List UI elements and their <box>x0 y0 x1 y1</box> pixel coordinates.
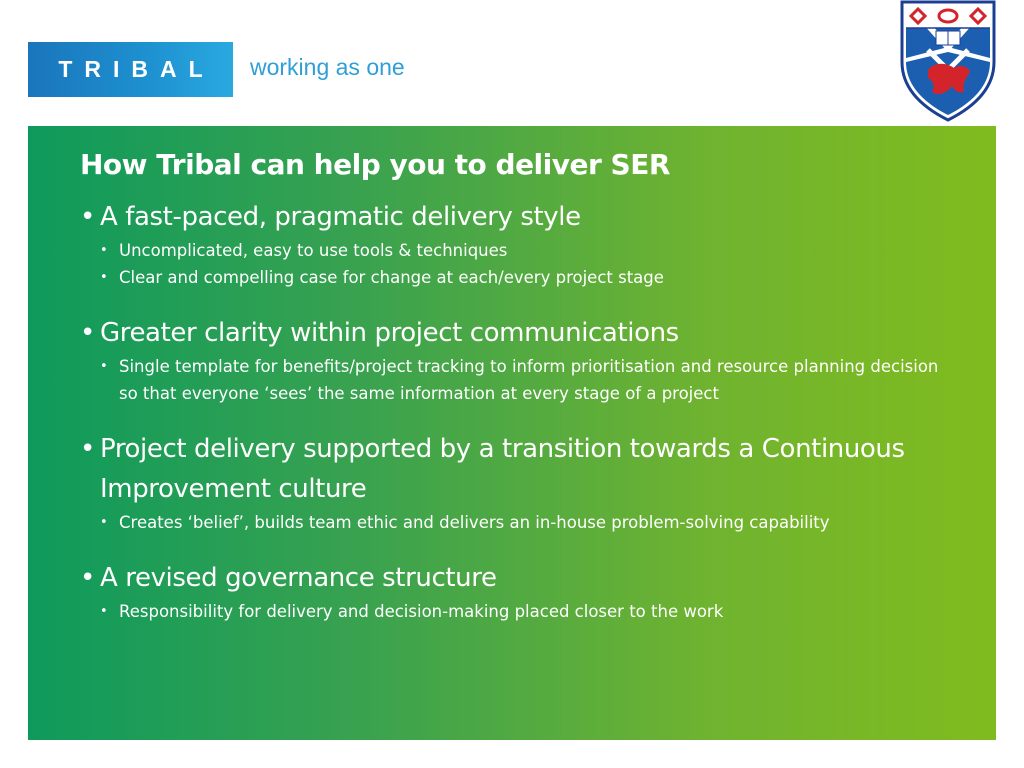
section-heading: Greater clarity within project communica… <box>100 318 679 348</box>
sub-bullet-text: Responsibility for delivery and decision… <box>119 602 724 621</box>
section-continuous-improvement: • Project delivery supported by a transi… <box>80 429 956 536</box>
bullet-level2: • Clear and compelling case for change a… <box>100 264 956 291</box>
tribal-logo: TRIBAL <box>28 42 233 97</box>
bullet-level2: • Creates ‘belief’, builds team ethic an… <box>100 509 956 536</box>
bullet-level2: • Responsibility for delivery and decisi… <box>100 598 956 625</box>
sub-bullet-text: Creates ‘belief’, builds team ethic and … <box>119 513 830 532</box>
sub-bullet-text: Uncomplicated, easy to use tools & techn… <box>119 241 508 260</box>
bullet-glyph: • <box>80 434 95 464</box>
section-heading: A revised governance structure <box>100 563 497 593</box>
bullet-level1: • Project delivery supported by a transi… <box>80 429 956 509</box>
bullet-level1: • A fast-paced, pragmatic delivery style <box>80 197 956 237</box>
tagline: working as one <box>250 54 405 80</box>
slide-title: How Tribal can help you to deliver SER <box>80 148 670 181</box>
bullet-level1: • Greater clarity within project communi… <box>80 313 956 353</box>
sub-bullet-glyph: • <box>100 604 108 619</box>
sub-bullet-glyph: • <box>100 270 108 285</box>
sub-bullet-glyph: • <box>100 359 108 374</box>
bullet-glyph: • <box>80 318 95 348</box>
brand-name: TRIBAL <box>58 56 215 82</box>
bullet-level1: • A revised governance structure <box>80 558 956 598</box>
section-governance: • A revised governance structure • Respo… <box>80 558 956 625</box>
sub-bullet-glyph: • <box>100 243 108 258</box>
section-communications: • Greater clarity within project communi… <box>80 313 956 407</box>
bullet-glyph: • <box>80 202 95 232</box>
section-heading: A fast-paced, pragmatic delivery style <box>100 202 581 232</box>
section-heading: Project delivery supported by a transiti… <box>100 434 905 504</box>
sub-bullet-text: Clear and compelling case for change at … <box>119 268 664 287</box>
university-crest-icon <box>900 0 996 122</box>
sub-bullet-text: Single template for benefits/project tra… <box>119 357 939 403</box>
section-delivery-style: • A fast-paced, pragmatic delivery style… <box>80 197 956 291</box>
sub-bullet-glyph: • <box>100 515 108 530</box>
content-panel: How Tribal can help you to deliver SER •… <box>28 126 996 740</box>
bullet-glyph: • <box>80 563 95 593</box>
bullet-level2: • Uncomplicated, easy to use tools & tec… <box>100 237 956 264</box>
bullet-level2: • Single template for benefits/project t… <box>100 353 956 407</box>
